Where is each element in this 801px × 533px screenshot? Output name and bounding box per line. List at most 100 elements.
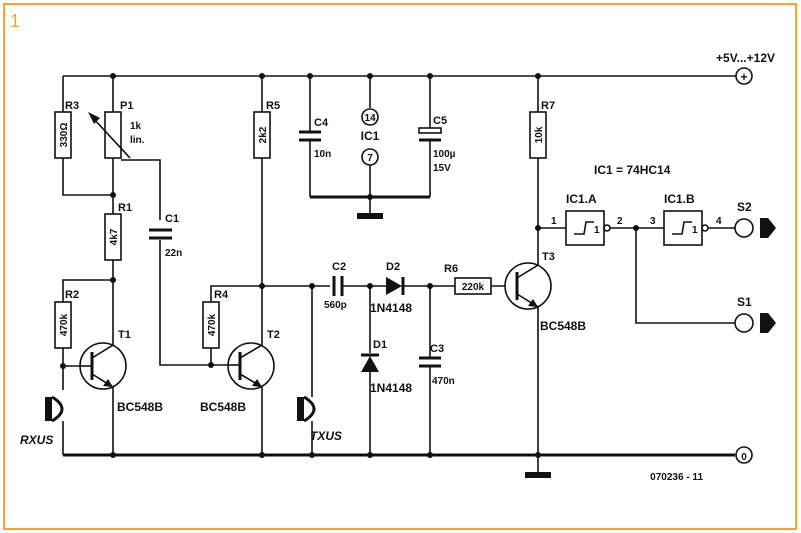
figure-border xyxy=(3,3,797,530)
d1-name: D1 xyxy=(373,339,387,351)
c5-voltage: 15V xyxy=(433,163,451,174)
c3-name: C3 xyxy=(430,343,444,355)
c5-value: 100µ xyxy=(433,149,456,160)
d1-diode xyxy=(361,356,379,372)
t2-transistor xyxy=(227,342,275,390)
c3-value: 470n xyxy=(432,376,455,387)
ic1b-name: IC1.B xyxy=(664,192,695,206)
t3-type: BC548B xyxy=(540,319,586,333)
t1-type: BC548B xyxy=(117,400,163,414)
ic1a-gate-number: 1 xyxy=(594,225,600,236)
ic1a-inverter-bubble xyxy=(603,224,611,232)
c1-name: C1 xyxy=(165,213,179,225)
r1-value: 4k7 xyxy=(109,228,120,245)
r5-name: R5 xyxy=(266,100,280,112)
s2-arrow-icon xyxy=(760,218,776,238)
ic1a-schmitt-symbol xyxy=(574,221,594,235)
d1-type: 1N4148 xyxy=(370,381,412,395)
d2-name: D2 xyxy=(386,261,400,273)
r3-bottom-wire xyxy=(62,158,113,196)
supply-plus-sign: + xyxy=(740,70,747,84)
r7-value: 10k xyxy=(534,126,545,143)
figure-number: 1 xyxy=(10,11,20,31)
ic1-pin14-label: 14 xyxy=(364,113,376,124)
c1-value: 22n xyxy=(165,248,182,259)
r2-name: R2 xyxy=(65,289,79,301)
ground-symbol-2 xyxy=(525,472,551,478)
ground-terminal xyxy=(735,446,753,464)
rxus-transducer-face xyxy=(51,395,64,423)
junction-dots xyxy=(60,73,639,458)
r4-value: 470k xyxy=(207,313,218,336)
d2-diode xyxy=(386,277,402,295)
ic1b-gate-number: 1 xyxy=(692,225,698,236)
c2-value: 560p xyxy=(324,300,347,311)
s2-label: S2 xyxy=(737,200,752,214)
r5-value: 2k2 xyxy=(258,126,269,143)
t3-collector xyxy=(516,262,539,279)
c1-to-t2-base-wire xyxy=(159,240,228,366)
t2-type: BC548B xyxy=(200,400,246,414)
r4-top-wire xyxy=(210,285,262,302)
r2-value: 470k xyxy=(59,313,70,336)
t2-emitter-arrow xyxy=(252,379,262,387)
s1-wire xyxy=(635,228,735,324)
supply-terminal xyxy=(735,67,753,85)
d2-type: 1N4148 xyxy=(370,301,412,315)
r3-name: R3 xyxy=(65,100,79,112)
c2-name: C2 xyxy=(332,261,346,273)
s2-terminal xyxy=(734,218,754,238)
p1-value: 1k xyxy=(130,121,142,132)
ic1-name: IC1 xyxy=(361,129,380,143)
ground-symbol-1 xyxy=(357,213,383,219)
ic1a-pin-in: 1 xyxy=(551,216,557,227)
ic1b-inverter-bubble xyxy=(701,224,709,232)
r1-name: R1 xyxy=(118,202,132,214)
ic1b-pin-in: 3 xyxy=(650,216,656,227)
p1-wiper-wire xyxy=(121,159,161,220)
c5-name: C5 xyxy=(433,115,447,127)
ic1b-pin-out: 4 xyxy=(716,216,722,227)
t3-transistor xyxy=(504,262,552,310)
t2-collector xyxy=(239,340,263,359)
s1-terminal xyxy=(734,313,754,333)
r6-value: 220k xyxy=(462,282,485,293)
t3-emitter xyxy=(516,293,539,455)
t2-name: T2 xyxy=(267,329,280,341)
r7-name: R7 xyxy=(541,100,555,112)
p1-potentiometer xyxy=(104,111,122,159)
supply-label: +5V...+12V xyxy=(716,51,775,65)
p1-arrow-head xyxy=(88,112,100,124)
r4-name: R4 xyxy=(214,289,229,301)
ic-note: IC1 = 74HC14 xyxy=(594,163,671,177)
ic1a-name: IC1.A xyxy=(566,192,597,206)
txus-transducer-body xyxy=(297,397,304,421)
r6-name: R6 xyxy=(444,263,458,275)
ic1-pin7-label: 7 xyxy=(367,153,373,164)
txus-label: TXUS xyxy=(310,429,342,443)
c5-plate-plus xyxy=(418,127,442,134)
t1-emitter-arrow xyxy=(103,379,113,387)
p1-law: lin. xyxy=(130,135,145,146)
ground-zero-label: 0 xyxy=(741,452,747,463)
s1-label: S1 xyxy=(737,295,752,309)
ic1a-pin-out: 2 xyxy=(617,216,623,227)
r3-value: 330Ω xyxy=(59,123,70,148)
p1-name: P1 xyxy=(120,100,133,112)
c4-name: C4 xyxy=(314,117,329,129)
txus-transducer-face xyxy=(303,395,316,423)
c4-value: 10n xyxy=(314,149,331,160)
ic1b-schmitt-symbol xyxy=(672,221,692,235)
t3-emitter-arrow xyxy=(528,299,538,307)
t1-collector xyxy=(91,340,114,359)
figure-code: 070236 - 11 xyxy=(650,472,703,483)
t3-name: T3 xyxy=(542,251,555,263)
t1-name: T1 xyxy=(118,329,131,341)
rxus-transducer-body xyxy=(45,397,52,421)
p1-arrow-line xyxy=(92,117,131,159)
r2-top-wire xyxy=(62,279,113,302)
rxus-label: RXUS xyxy=(20,433,53,447)
s1-arrow-icon xyxy=(760,313,776,333)
